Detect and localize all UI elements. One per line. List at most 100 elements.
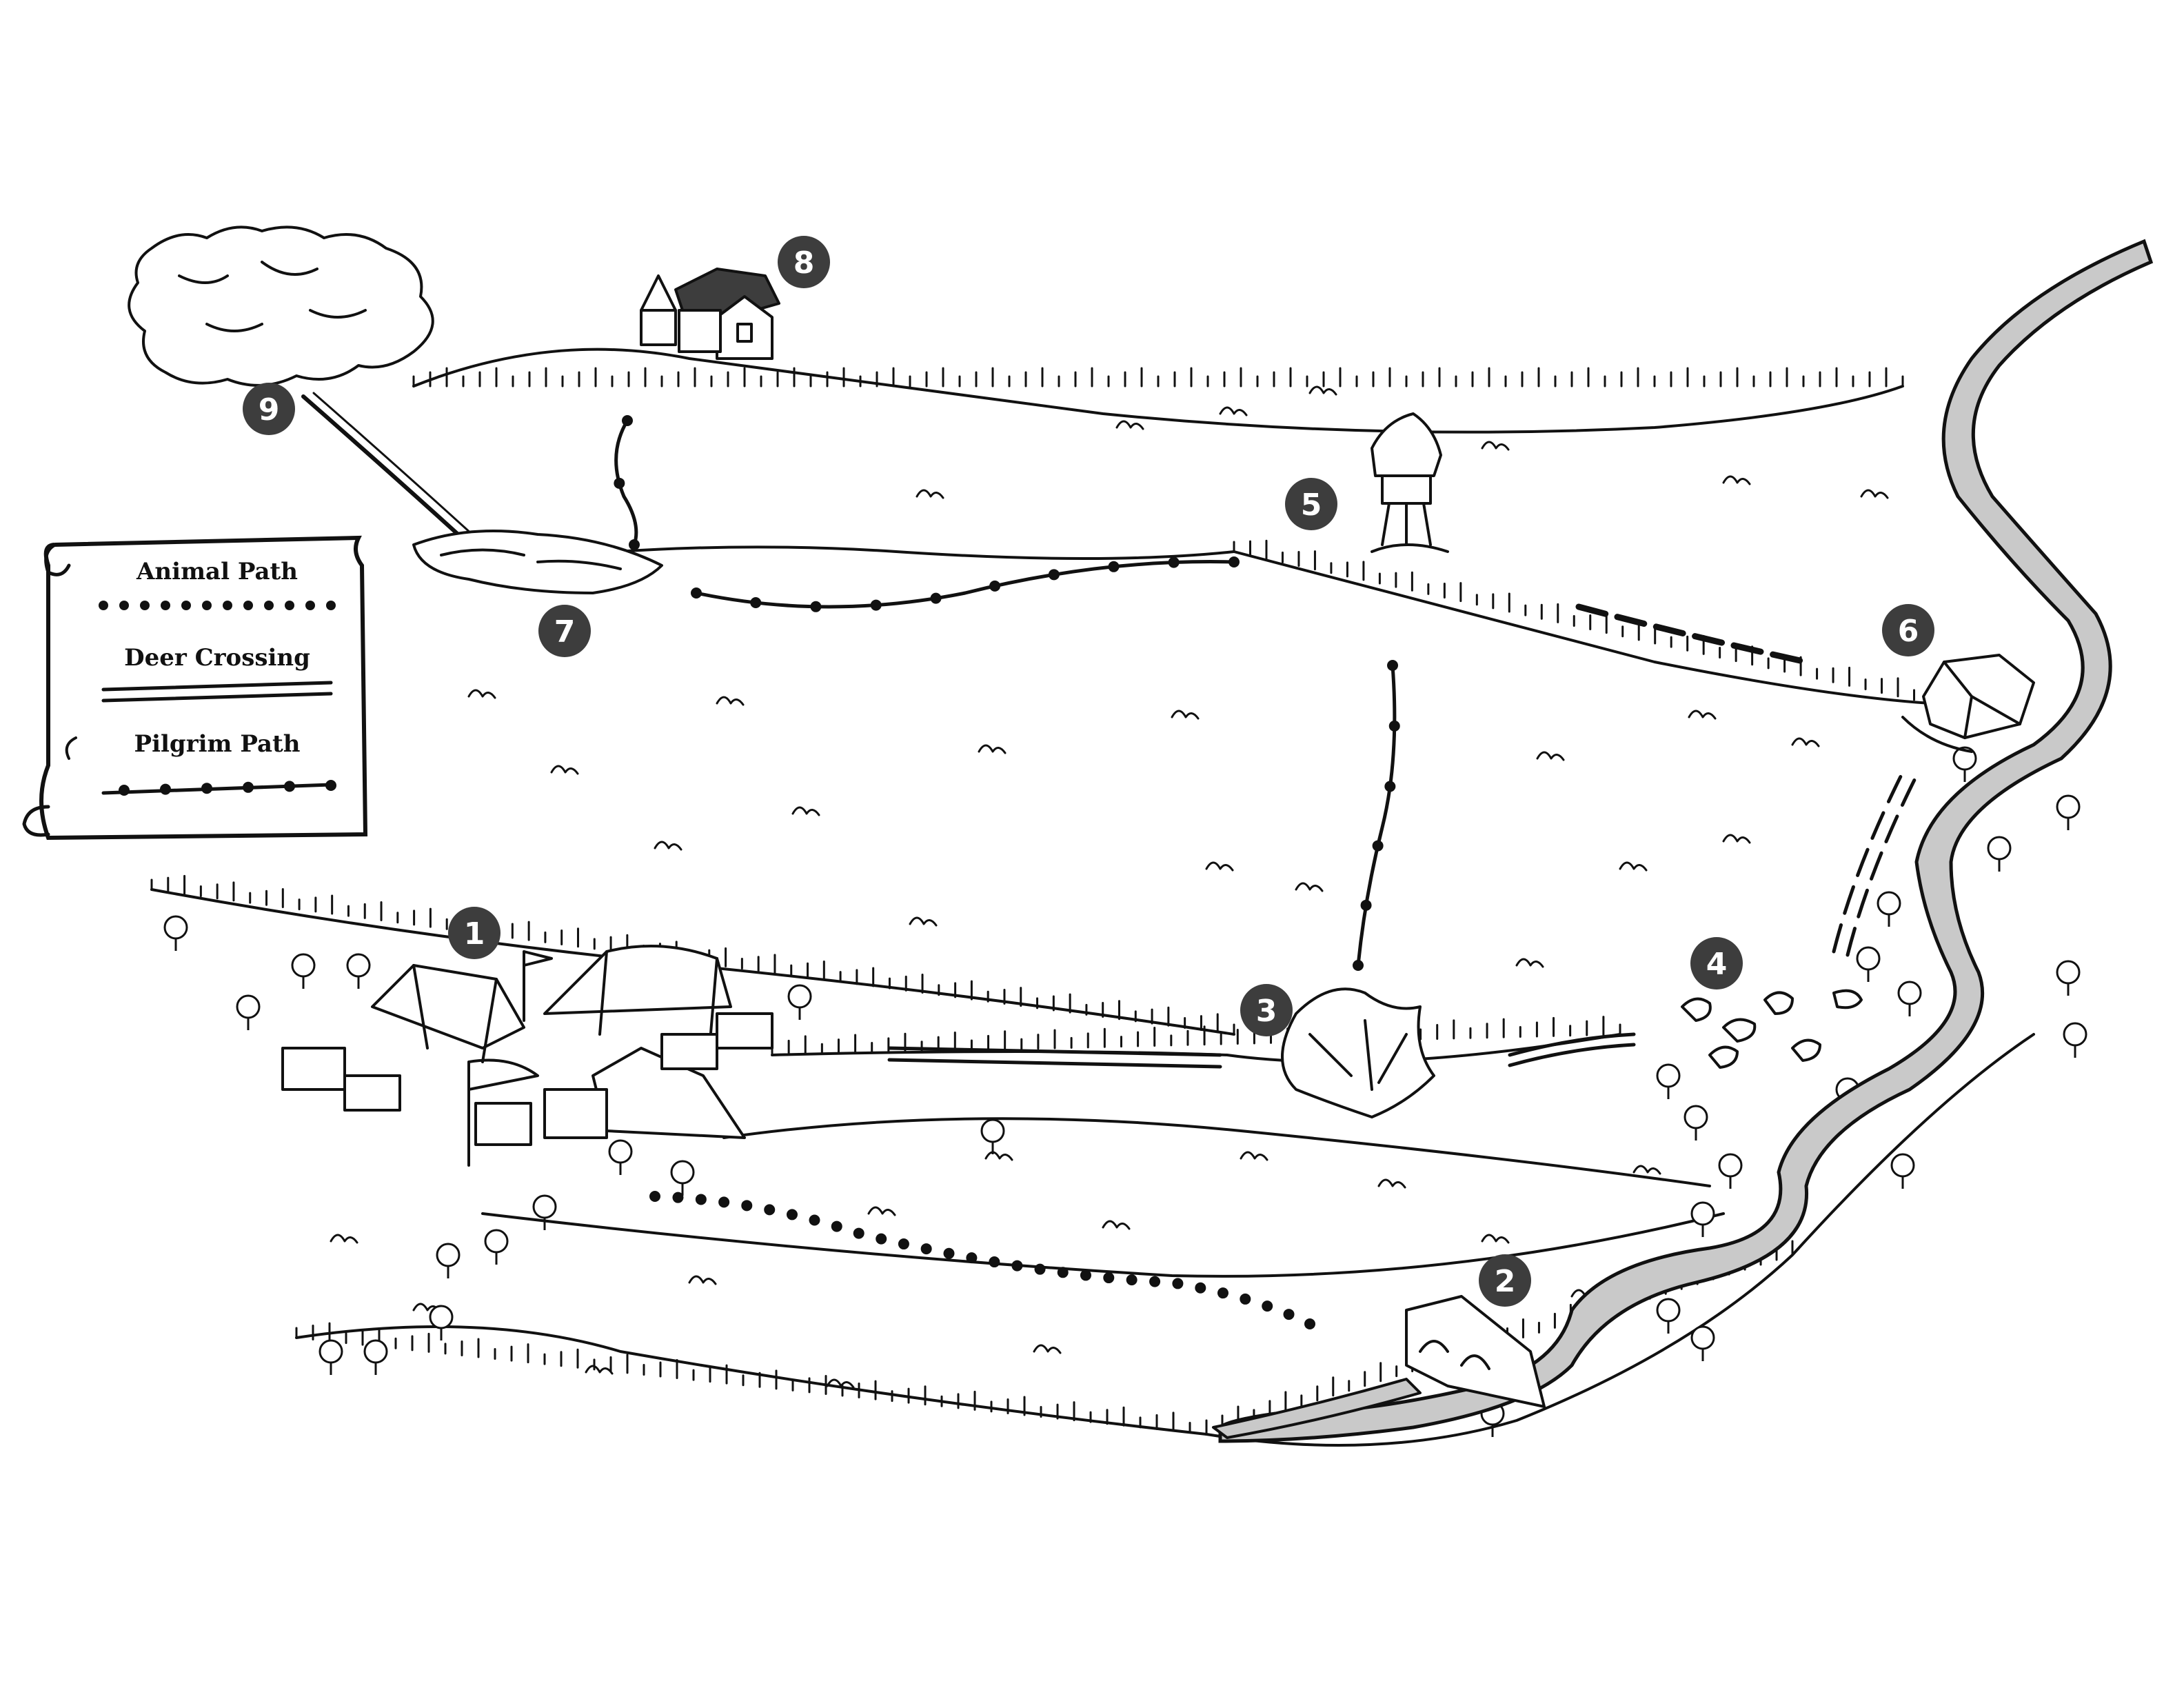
tree-canopy [532, 1194, 557, 1219]
tree-canopy [236, 994, 261, 1019]
animal-path-dot [876, 1233, 887, 1245]
tree-canopy [484, 1229, 509, 1254]
grass-tuft [1308, 385, 1337, 396]
svg-text:8: 8 [793, 245, 815, 281]
tree-canopy [2056, 960, 2081, 985]
svg-text:2: 2 [1495, 1264, 1516, 1299]
grass-tuft [1219, 406, 1248, 416]
small-trees [163, 746, 2087, 1437]
pilgrim-path-5-to-3 [1356, 663, 1397, 967]
svg-text:5: 5 [1301, 488, 1322, 523]
legend-animal-path-label: Animal Path [136, 558, 298, 585]
grass-tuft [688, 1275, 717, 1285]
marker-1[interactable]: 1 [448, 907, 501, 959]
legend-dot [326, 601, 336, 610]
legend-bead [325, 780, 336, 791]
grass-tuft [1240, 1151, 1268, 1161]
animal-path-dot [831, 1220, 842, 1232]
svg-text:3: 3 [1256, 994, 1277, 1029]
legend-dot [264, 601, 274, 610]
pilgrim-bead [1388, 720, 1400, 732]
grass-tuft [1632, 1165, 1661, 1175]
deer-crossing-1-to-3 [887, 1046, 1222, 1069]
legend-dot [181, 601, 191, 610]
animal-path-dot [1172, 1278, 1184, 1289]
pilgrim-bead [1108, 561, 1120, 572]
grass-tuft [984, 1151, 1013, 1161]
pilgrim-bead [870, 599, 882, 611]
marker-7[interactable]: 7 [538, 605, 591, 657]
tree-canopy [429, 1305, 454, 1329]
animal-path-dot [1304, 1318, 1315, 1329]
animal-path-dot [1034, 1263, 1046, 1275]
tree-canopy [1856, 946, 1881, 971]
animal-path-dot [943, 1247, 955, 1259]
meadow-borders [150, 348, 2035, 1447]
svg-text:4: 4 [1706, 947, 1728, 982]
pilgrim-path-8-to-7 [614, 419, 638, 547]
svg-text:9: 9 [259, 392, 280, 428]
grass-tuft [791, 806, 820, 816]
animal-path-dot [1149, 1276, 1161, 1287]
pilgrim-bead [1387, 660, 1398, 671]
legend-bead [201, 783, 212, 794]
deer-crossing-9-to-7 [301, 392, 474, 540]
pilgrim-bead [1228, 556, 1240, 567]
tree-canopy [670, 1160, 695, 1185]
animal-path-dot [764, 1204, 776, 1216]
tree-canopy [2056, 794, 2081, 819]
svg-text:1: 1 [464, 916, 485, 952]
grass-tuft [1481, 441, 1510, 451]
legend-dot [161, 601, 170, 610]
legend-bead [243, 781, 254, 793]
marker-8[interactable]: 8 [778, 236, 830, 288]
tree-canopy [1718, 1153, 1743, 1178]
marker-6[interactable]: 6 [1882, 604, 1934, 656]
pilgrim-bead [810, 601, 822, 612]
tent-camp [281, 945, 774, 1167]
legend-pilgrim-path-symbol [101, 780, 336, 796]
animal-path-dot [1195, 1282, 1206, 1294]
grass-tuft [1115, 420, 1144, 430]
marker-5[interactable]: 5 [1285, 478, 1337, 530]
legend-dot [243, 601, 253, 610]
grass-tuft [585, 1365, 614, 1375]
grass-tuft [1722, 834, 1751, 844]
tree-canopy [980, 1118, 1005, 1143]
animal-path-dot [1283, 1309, 1295, 1320]
grass-tuft [1515, 958, 1544, 968]
animal-path-dot [898, 1238, 909, 1250]
grass-tuft [1619, 861, 1648, 872]
legend-dot [119, 601, 129, 610]
grass-tuft [1295, 882, 1324, 892]
animal-path-dot [1262, 1300, 1273, 1312]
grass-tuft [1033, 1344, 1062, 1354]
pilgrim-bead [1372, 840, 1384, 852]
marker-3[interactable]: 3 [1240, 984, 1293, 1036]
deer-crossing-3-to-4 [1508, 1032, 1636, 1067]
marker-9[interactable]: 9 [243, 383, 295, 435]
stone-bridge [1212, 1295, 1546, 1439]
pilgrim-bead [614, 477, 625, 489]
pilgrim-path-beads [614, 415, 1400, 971]
tree-canopy [1690, 1201, 1715, 1226]
marker-4[interactable]: 4 [1690, 937, 1743, 989]
tree-canopy [363, 1339, 388, 1364]
tree-canopy [1656, 1298, 1681, 1323]
marker-2[interactable]: 2 [1479, 1254, 1531, 1307]
legend-dot [99, 601, 108, 610]
tree-canopy [346, 953, 371, 978]
grass-tuft [1536, 751, 1565, 761]
animal-path-dot [672, 1192, 684, 1203]
grass-tuft [1377, 1178, 1406, 1189]
grass-tuft [1481, 1234, 1510, 1244]
grass-tuft [1171, 710, 1200, 720]
legend-animal-path-symbol [99, 601, 336, 610]
tree-canopy [1684, 1105, 1708, 1129]
tree-canopy [2063, 1022, 2087, 1047]
svg-text:7: 7 [554, 614, 576, 650]
animal-path-dot [649, 1191, 660, 1202]
tree-canopy [163, 915, 188, 940]
animal-path-dot [966, 1252, 978, 1264]
grass-tuft [1722, 475, 1751, 485]
